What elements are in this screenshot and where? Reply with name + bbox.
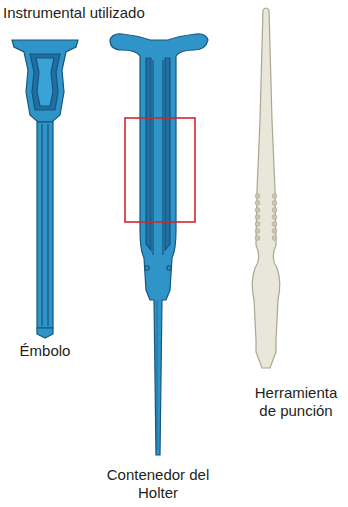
grip-bead <box>255 236 260 241</box>
grip-bead <box>255 222 260 227</box>
diagram-title: Instrumental utilizado <box>3 4 203 22</box>
part-label: Émbolo <box>5 342 85 360</box>
grip-bead <box>272 229 277 234</box>
part-label: Contenedor del Holter <box>103 466 213 502</box>
grip-bead <box>272 201 277 206</box>
plunger-drawing <box>12 40 78 338</box>
grip-bead <box>255 208 260 213</box>
part-label: Herramienta de punción <box>248 384 344 420</box>
grip-bead <box>255 201 260 206</box>
tool-grip-beads <box>255 194 277 241</box>
grip-bead <box>272 215 277 220</box>
puncture-tool-drawing <box>252 8 280 368</box>
grip-bead <box>272 208 277 213</box>
holter-container-drawing <box>110 34 208 455</box>
grip-bead <box>255 215 260 220</box>
grip-bead <box>255 229 260 234</box>
grip-bead <box>272 222 277 227</box>
grip-bead <box>272 194 277 199</box>
grip-bead <box>272 236 277 241</box>
highlight-box <box>125 118 195 222</box>
grip-bead <box>255 194 260 199</box>
